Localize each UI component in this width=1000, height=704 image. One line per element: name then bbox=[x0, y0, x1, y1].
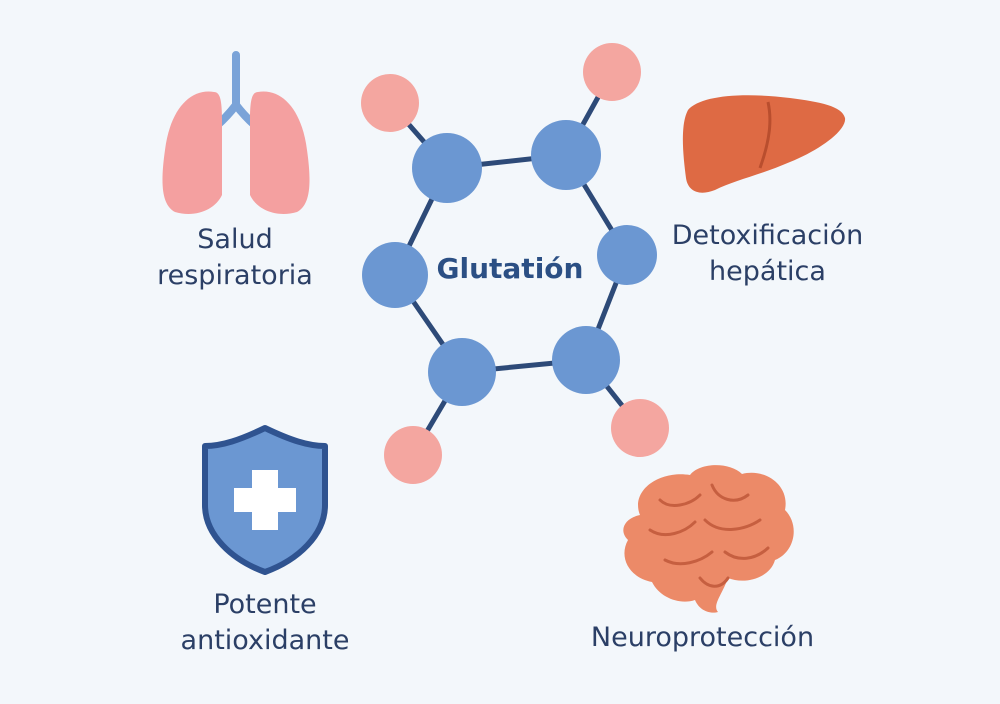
molecule-outer-atoms bbox=[361, 43, 669, 484]
atom-pink bbox=[611, 399, 669, 457]
lungs-icon bbox=[162, 51, 310, 215]
benefit-neuro-line1: Neuroprotección bbox=[590, 622, 815, 653]
benefit-liver-line1: Detoxificación bbox=[671, 220, 864, 251]
liver-icon bbox=[682, 95, 846, 193]
molecule-title: Glutatión bbox=[436, 252, 584, 285]
benefit-antioxidant-label: Potente antioxidante bbox=[175, 587, 355, 659]
benefit-antioxidant-line1: Potente bbox=[213, 589, 317, 620]
brain-icon bbox=[623, 465, 794, 613]
atom-blue bbox=[362, 242, 428, 308]
atom-blue bbox=[428, 338, 496, 406]
molecule-ring-atoms bbox=[362, 120, 657, 406]
benefit-respiratory-line2: respiratoria bbox=[157, 260, 313, 291]
benefit-liver-line2: hepática bbox=[709, 256, 826, 287]
benefit-antioxidant-line2: antioxidante bbox=[180, 625, 350, 656]
benefit-respiratory-line1: Salud bbox=[197, 224, 273, 255]
benefit-liver-label: Detoxificación hepática bbox=[665, 218, 870, 290]
atom-blue bbox=[597, 225, 657, 285]
benefit-neuro-label: Neuroprotección bbox=[585, 620, 820, 656]
atom-blue bbox=[531, 120, 601, 190]
shield-cross-icon bbox=[202, 425, 328, 575]
atom-pink bbox=[583, 43, 641, 101]
atom-blue bbox=[412, 133, 482, 203]
benefit-respiratory-label: Salud respiratoria bbox=[155, 222, 315, 294]
atom-pink bbox=[361, 74, 419, 132]
atom-blue bbox=[552, 326, 620, 394]
atom-pink bbox=[384, 426, 442, 484]
